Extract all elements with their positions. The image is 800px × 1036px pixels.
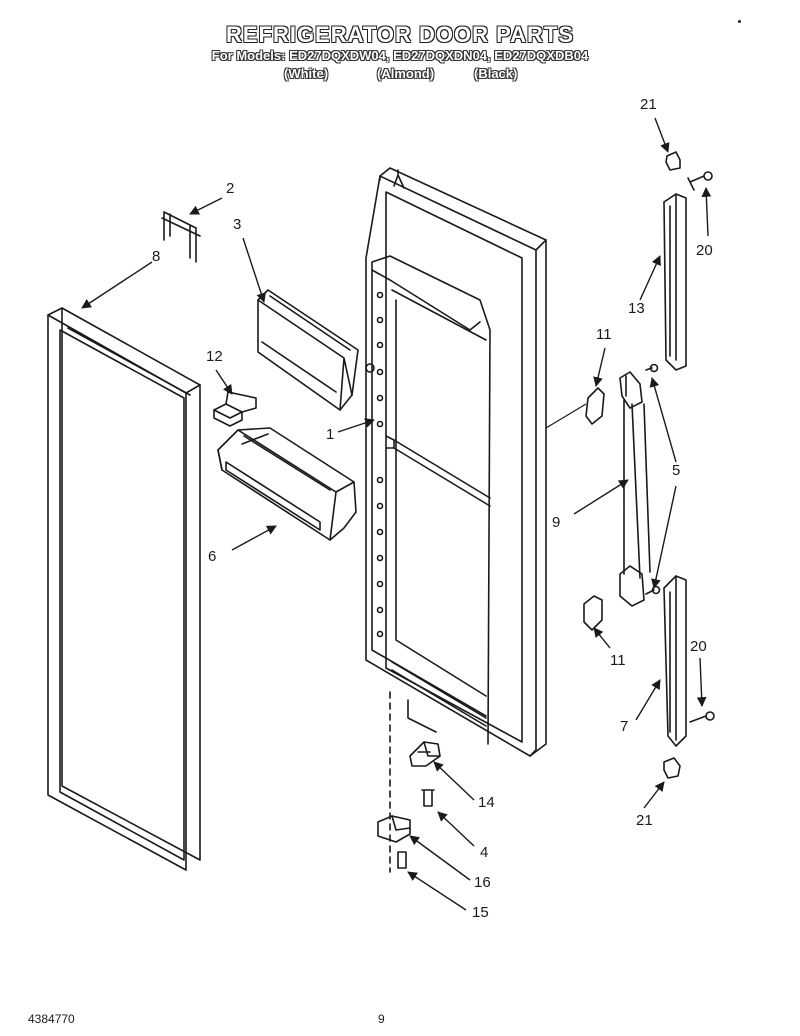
trim-screw-top xyxy=(687,171,713,191)
leader-5-top xyxy=(649,377,677,463)
callout-12: 12 xyxy=(206,348,223,365)
handle-screws xyxy=(645,363,661,595)
part-number: 4384770 xyxy=(28,1012,75,1026)
callout-20-top: 20 xyxy=(696,242,713,259)
leader-14 xyxy=(433,761,475,801)
leader-3 xyxy=(242,237,266,303)
leader-2 xyxy=(189,197,223,215)
leader-13 xyxy=(639,255,661,301)
callout-21-top: 21 xyxy=(640,96,657,113)
page-mark-dot xyxy=(738,20,741,23)
leader-21-top xyxy=(654,117,670,153)
leader-1 xyxy=(337,418,375,433)
callout-21-bottom: 21 xyxy=(636,812,653,829)
finish-white: (White) xyxy=(284,66,329,81)
leader-20-top xyxy=(701,187,712,237)
lower-handle-trim xyxy=(663,575,687,747)
callout-15: 15 xyxy=(472,904,489,921)
trim-screw-bottom xyxy=(689,711,715,723)
door-handle xyxy=(619,371,651,607)
callout-6: 6 xyxy=(208,548,217,565)
leader-12 xyxy=(215,369,233,395)
door-assembly xyxy=(365,167,547,757)
callout-20-bottom: 20 xyxy=(690,638,707,655)
door-dimples xyxy=(376,291,384,638)
leader-7 xyxy=(635,679,661,721)
leader-15 xyxy=(407,871,467,911)
handle-cover-bottom xyxy=(583,595,603,631)
leader-21-bottom xyxy=(643,781,665,809)
hinge-bushing xyxy=(377,815,411,843)
hinge-screw xyxy=(397,851,407,869)
leader-4 xyxy=(437,811,475,847)
door-bin xyxy=(217,427,357,541)
leader-11-top xyxy=(593,347,606,387)
page-title: REFRIGERATOR DOOR PARTS xyxy=(225,22,575,47)
callout-13: 13 xyxy=(628,300,645,317)
callout-14: 14 xyxy=(478,794,495,811)
dairy-door xyxy=(257,289,375,411)
callout-1: 1 xyxy=(326,426,335,443)
callout-7: 7 xyxy=(620,718,629,735)
trim-end-cap-bottom xyxy=(663,757,681,779)
callout-11-bottom: 11 xyxy=(610,652,626,669)
callout-5: 5 xyxy=(672,462,681,479)
finish-almond: (Almond) xyxy=(377,66,435,81)
door-to-cover-line xyxy=(545,403,587,429)
callout-2: 2 xyxy=(226,180,235,197)
leader-6 xyxy=(231,525,277,551)
bottom-hinge xyxy=(409,741,441,767)
leader-8 xyxy=(81,261,153,309)
hinge-pin xyxy=(421,789,435,807)
trim-end-cap-top xyxy=(665,151,681,171)
upper-handle-trim xyxy=(663,193,687,371)
callout-11-top: 11 xyxy=(596,326,612,343)
leader-20-bottom xyxy=(696,657,707,707)
leader-16 xyxy=(409,835,471,881)
bin-clip xyxy=(213,391,257,427)
leader-9 xyxy=(573,479,629,515)
leader-arrows xyxy=(81,117,712,911)
page-number: 9 xyxy=(378,1012,385,1026)
model-list: For Models: ED27DQXDW04, ED27DQXDN04, ED… xyxy=(211,48,589,63)
finish-black: (Black) xyxy=(474,66,518,81)
callout-16: 16 xyxy=(474,874,491,891)
callout-3: 3 xyxy=(233,216,242,233)
callout-4: 4 xyxy=(480,844,489,861)
shelf-retainer-clip xyxy=(161,211,201,263)
leader-11-bottom xyxy=(593,627,611,649)
callout-8: 8 xyxy=(152,248,161,265)
leader-5-bottom xyxy=(651,485,677,589)
door-gasket xyxy=(47,307,201,871)
handle-cover-top xyxy=(585,387,605,425)
callout-9: 9 xyxy=(552,514,561,531)
hinge-leader xyxy=(407,699,437,733)
